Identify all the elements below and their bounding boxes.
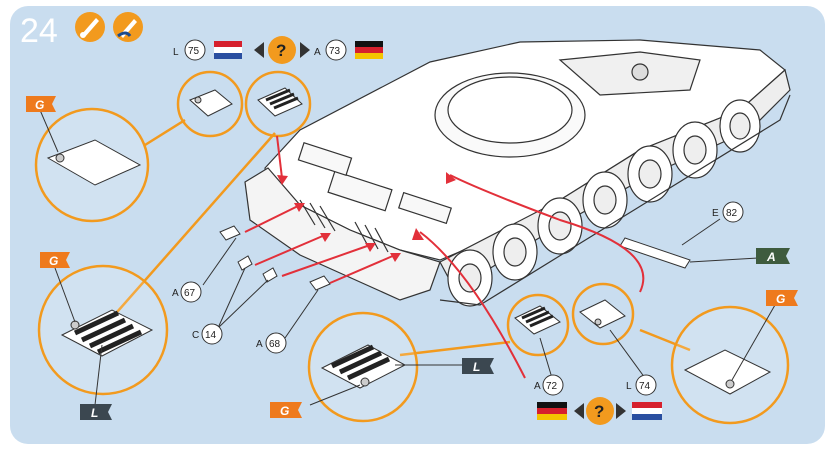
part-letter: A <box>172 288 179 299</box>
help-icon <box>254 36 310 64</box>
tag-g-mid-left <box>40 252 70 268</box>
tag-g-top-left <box>26 96 56 112</box>
glue-brush-icon <box>113 12 143 42</box>
part-letter: L <box>173 47 179 58</box>
germany-flag-icon <box>537 402 567 420</box>
leader-c14b <box>217 279 269 329</box>
netherlands-flag-icon <box>214 41 242 59</box>
part-number: 74 <box>639 381 651 392</box>
part-number-circle <box>635 374 657 396</box>
help-symbol: ? <box>276 41 286 60</box>
tag-l-bottom-center <box>462 358 494 374</box>
tag-letter-g: G <box>776 292 785 306</box>
part-a73 <box>257 87 303 117</box>
tag-a-right <box>756 248 790 264</box>
loose-parts <box>219 225 691 291</box>
part-number-circle <box>722 201 744 223</box>
part-letter: C <box>192 330 199 341</box>
tag-letter-a: A <box>766 250 776 264</box>
part-letter: A <box>534 381 541 392</box>
detail-circle-l74 <box>571 282 635 346</box>
part-number: 68 <box>269 339 281 350</box>
part-letter: A <box>256 339 263 350</box>
part-number-circle <box>201 323 223 345</box>
part-l75 <box>189 89 233 117</box>
netherlands-flag-icon <box>632 402 662 420</box>
part-number-circle <box>184 39 206 61</box>
tag-letter-l: L <box>473 360 480 374</box>
part-number: 67 <box>184 288 196 299</box>
part-number-circle <box>265 332 287 354</box>
part-letter: A <box>314 47 321 58</box>
part-number-circle <box>180 281 202 303</box>
leader-a68 <box>284 289 319 339</box>
arrow-heads <box>277 172 456 262</box>
part-number: 75 <box>188 46 200 57</box>
part-letter: E <box>712 208 719 219</box>
help-symbol: ? <box>594 402 604 421</box>
zoom-part-grille-mid-left <box>60 309 154 357</box>
tag-l-bottom-left <box>80 404 112 420</box>
step-number: 24 <box>20 12 58 50</box>
callout-leaders <box>109 118 691 357</box>
help-icon <box>574 397 626 425</box>
leader-a72 <box>539 337 553 379</box>
zoom-part-plate-right <box>683 349 772 395</box>
part-letter: L <box>626 381 632 392</box>
part-number-circle <box>325 39 347 61</box>
paintbrush-icon <box>75 12 105 42</box>
zoom-part-plate-top-left <box>46 139 142 186</box>
tag-letter-g: G <box>35 98 44 112</box>
tag-g-bottom-center <box>270 402 302 418</box>
leader-c14a <box>217 267 246 329</box>
leader-a67 <box>202 237 237 286</box>
placement-arrows <box>244 135 645 379</box>
part-number-circle <box>542 374 564 396</box>
part-a72 <box>514 305 561 335</box>
part-l74 <box>579 299 626 329</box>
part-number: 82 <box>726 208 738 219</box>
tag-leaders <box>39 109 776 406</box>
tag-letter-g: G <box>49 254 58 268</box>
zoom-part-grille-bottom-center <box>320 344 407 389</box>
leader-l74 <box>609 329 646 379</box>
part-number: 73 <box>329 46 341 57</box>
germany-flag-icon <box>355 41 383 59</box>
tag-letter-g: G <box>280 404 289 418</box>
callout-e82 <box>681 218 721 246</box>
part-number: 14 <box>205 330 217 341</box>
part-number: 72 <box>546 381 558 392</box>
detail-circle-a72 <box>506 293 570 357</box>
tag-letter-l: L <box>91 406 98 420</box>
detail-circle-l75 <box>176 70 244 138</box>
tag-g-right <box>766 290 798 306</box>
road-wheels <box>439 94 791 307</box>
